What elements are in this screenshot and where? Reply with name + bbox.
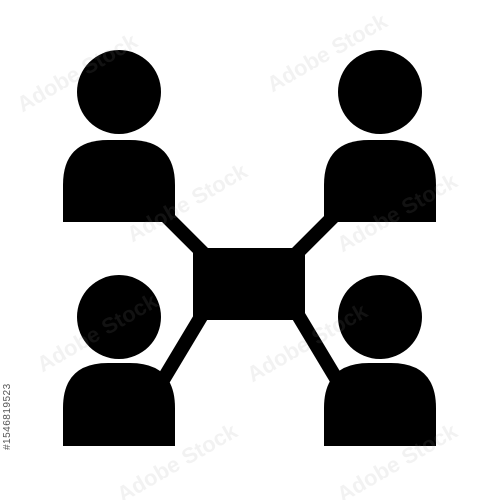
person-body [324, 140, 436, 222]
person-head [338, 50, 422, 134]
stock-image-id: #1546819523 [2, 383, 13, 450]
person-head [338, 275, 422, 359]
person-head [77, 50, 161, 134]
person-body [63, 140, 175, 222]
person-top-right-icon [324, 50, 436, 222]
connector-bottom-left [153, 306, 212, 389]
person-bottom-right-icon [324, 275, 436, 446]
hub-square [193, 248, 305, 320]
person-body [324, 363, 436, 446]
person-body [63, 363, 175, 446]
person-top-left-icon [63, 50, 175, 222]
connector-bottom-right [288, 306, 347, 389]
person-bottom-left-icon [63, 275, 175, 446]
person-head [77, 275, 161, 359]
